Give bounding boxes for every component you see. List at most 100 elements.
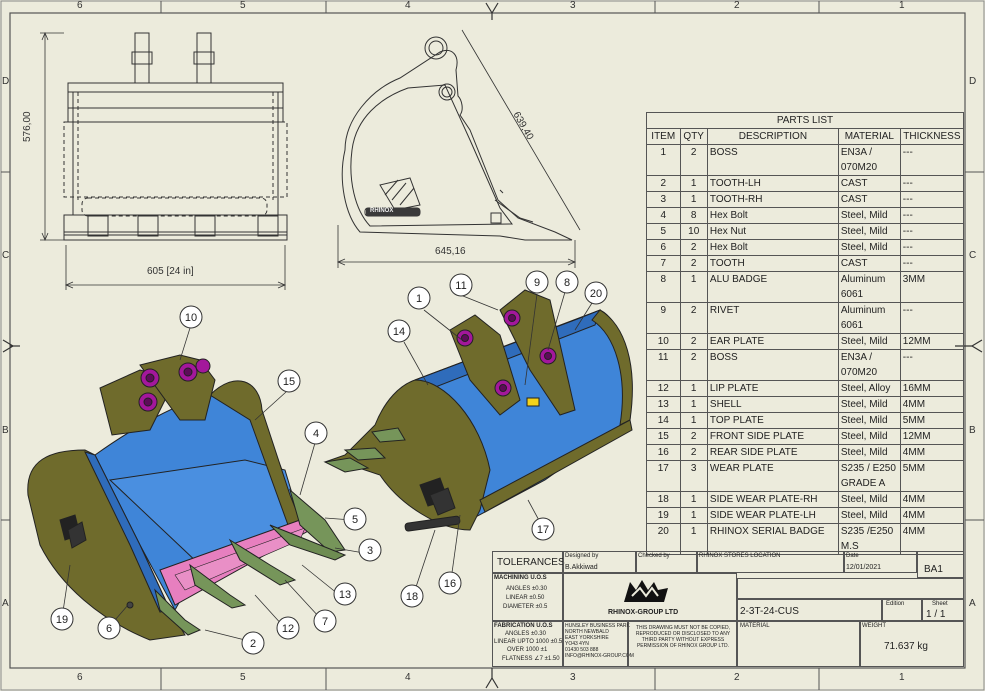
parts-cell-qty: 1 [679,412,708,429]
parts-cell-qty: 1 [679,523,708,555]
balloon-7: 7 [313,609,337,633]
parts-cell-mat: Steel, Mild [837,207,901,224]
svg-text:14: 14 [393,326,405,338]
parts-cell-thk: --- [899,223,965,240]
zone-row-c-left: C [2,250,10,261]
parts-cell-item: 16 [646,444,681,461]
parts-cell-desc: Hex Nut [706,223,839,240]
parts-cell-thk: --- [899,144,965,176]
parts-cell-item: 3 [646,191,681,208]
parts-cell-thk: 5MM [899,412,965,429]
parts-cell-desc: EAR PLATE [706,333,839,350]
tolerances-label: TOLERANCES [497,557,565,568]
svg-text:4: 4 [313,428,319,440]
machining-line-2: LINEAR ±0.50 [506,595,545,601]
svg-text:6: 6 [106,623,112,635]
parts-cell-mat: Steel, Mild [837,396,901,413]
parts-list-title: PARTS LIST [646,112,964,129]
machining-title: MACHINING U.O.S [494,575,547,581]
parts-list: PARTS LIST ITEM QTY DESCRIPTION MATERIAL… [646,112,965,555]
parts-cell-desc: BOSS [706,144,839,176]
zone-col-1-top: 1 [899,0,905,11]
header-material: MATERIAL [837,128,901,145]
zone-col-4-top: 4 [405,0,411,11]
machining-line-3: DIAMETER ±0.5 [503,604,548,610]
balloon-16: 16 [438,571,462,595]
address-line-1: HUNSLEY BUSINESS PARK [565,623,630,629]
svg-text:2: 2 [250,638,256,650]
notice-line-4: PERMISSION OF RHINOX GROUP LTD. [636,643,730,649]
parts-cell-qty: 2 [679,239,708,256]
fabrication-line-1: ANGLES ±0.30 [505,631,546,637]
parts-cell-item: 14 [646,412,681,429]
dim-side-width: 645,16 [435,246,466,257]
svg-text:12: 12 [282,623,294,635]
parts-cell-qty: 2 [679,144,708,176]
zone-col-1-bottom: 1 [899,672,905,683]
parts-cell-desc: BOSS [706,349,839,381]
parts-cell-mat: Steel, Mild [837,491,901,508]
svg-text:18: 18 [406,591,418,603]
parts-cell-item: 17 [646,460,681,492]
parts-cell-desc: REAR SIDE PLATE [706,444,839,461]
parts-cell-mat: Aluminum 6061 [837,302,901,334]
fabrication-line-2: LINEAR UPTO 1000 ±0.5 [494,639,563,645]
balloon-19: 19 [50,607,74,631]
parts-cell-desc: Hex Bolt [706,207,839,224]
date: 12/01/2021 [846,564,882,571]
parts-cell-desc: SIDE WEAR PLATE-LH [706,507,839,524]
balloon-14: 14 [387,319,411,343]
parts-cell-qty: 2 [679,302,708,334]
parts-cell-thk: --- [899,255,965,272]
balloon-12: 12 [276,616,300,640]
parts-cell-mat: CAST [837,175,901,192]
zone-col-3-top: 3 [570,0,576,11]
parts-cell-desc: FRONT SIDE PLATE [706,428,839,445]
zone-row-b-right: B [969,425,976,436]
parts-cell-qty: 1 [679,491,708,508]
zone-row-d-left: D [2,76,10,87]
zone-row-a-right: A [969,598,976,609]
weight-label: WEIGHT [862,623,886,629]
balloon-17: 17 [531,517,555,541]
parts-cell-thk: --- [899,191,965,208]
zone-col-3-bottom: 3 [570,672,576,683]
parts-cell-thk: 4MM [899,523,965,555]
parts-cell-desc: TOP PLATE [706,412,839,429]
zone-col-5-top: 5 [240,0,246,11]
parts-cell-desc: WEAR PLATE [706,460,839,492]
parts-cell-mat: CAST [837,255,901,272]
zone-col-2-top: 2 [734,0,740,11]
sheet-label: Sheet [932,601,948,607]
address-line-6: INFO@RHINOX-GROUP.COM [565,653,634,659]
parts-cell-mat: S235 /E250 M.S [837,523,901,555]
svg-text:13: 13 [339,589,351,601]
front-view [63,32,288,241]
parts-cell-qty: 1 [679,396,708,413]
parts-cell-thk: --- [899,207,965,224]
svg-text:5: 5 [352,514,358,526]
zone-row-b-left: B [2,425,9,436]
parts-cell-thk: 12MM [899,428,965,445]
leader-lines [61,291,593,642]
weight-value: 71.637 kg [884,641,928,652]
company-name: RHINOX-GROUP LTD [608,609,679,616]
balloon-9: 9 [525,270,549,294]
zone-row-c-right: C [969,250,977,261]
balloon-1: 1 [407,286,431,310]
address-line-4: YO43 4YN [565,641,589,647]
balloon-18: 18 [400,584,424,608]
parts-cell-item: 9 [646,302,681,334]
edition-label: Edition [886,601,905,607]
svg-text:17: 17 [537,524,549,536]
